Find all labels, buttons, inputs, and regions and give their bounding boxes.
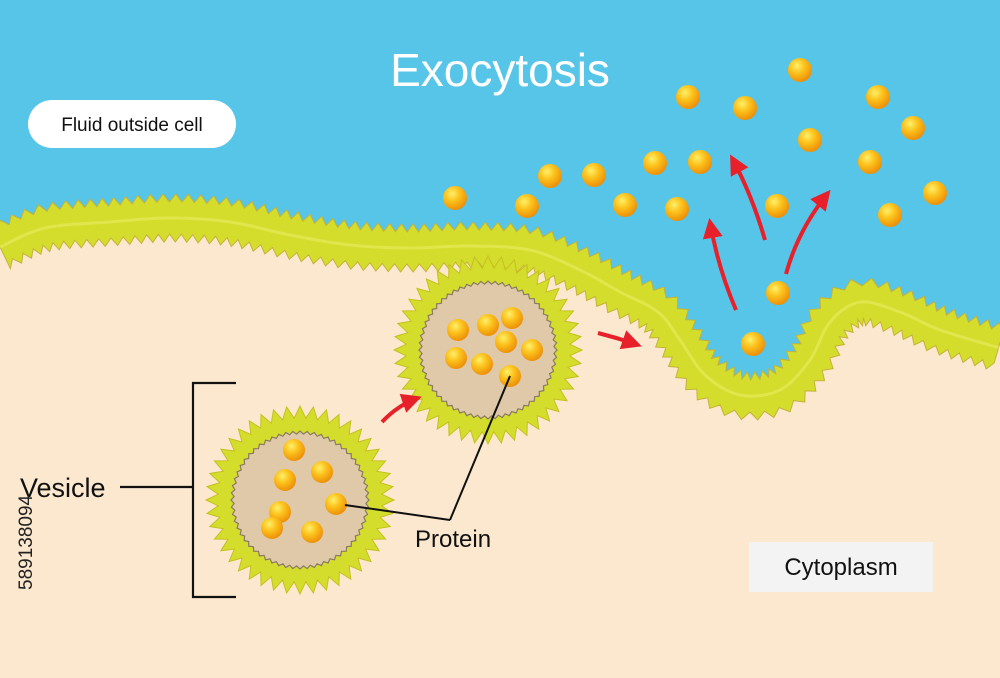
protein-dot	[477, 314, 499, 336]
cytoplasm-label: Cytoplasm	[784, 554, 897, 581]
cytoplasm-label-box	[749, 542, 933, 592]
protein-dot	[261, 517, 283, 539]
protein-dot	[582, 163, 606, 187]
protein-dot	[283, 439, 305, 461]
cell-membrane	[0, 193, 1000, 421]
movement-arrows	[380, 154, 831, 424]
protein-dot	[676, 85, 700, 109]
arrow-toward-fusion	[597, 330, 642, 350]
arrow-release-center	[730, 154, 767, 241]
protein-dot	[665, 197, 689, 221]
diagram-title: Exocytosis	[390, 44, 610, 96]
protein-dot	[325, 493, 347, 515]
protein-dot	[923, 181, 947, 205]
protein-dot	[301, 521, 323, 543]
protein-dot	[858, 150, 882, 174]
protein-dot	[798, 128, 822, 152]
protein-dot	[733, 96, 757, 120]
membrane-bilayer	[0, 193, 1000, 421]
protein-dot	[495, 331, 517, 353]
protein-dot	[613, 193, 637, 217]
protein-label: Protein	[415, 526, 491, 553]
protein-dot	[471, 353, 493, 375]
protein-dot	[765, 194, 789, 218]
protein-dot	[311, 461, 333, 483]
protein-dot	[741, 332, 765, 356]
extracellular-fluid	[0, 0, 1000, 381]
stock-id-text: 589138094	[16, 494, 37, 590]
protein-dot	[443, 186, 467, 210]
protein-dot	[766, 281, 790, 305]
fluid-outside-label-box	[28, 100, 236, 148]
protein-dot	[688, 150, 712, 174]
arrow-release-right	[784, 189, 831, 275]
vesicles	[204, 254, 584, 596]
protein-dot	[521, 339, 543, 361]
protein-dot	[866, 85, 890, 109]
protein-dot	[447, 319, 469, 341]
membrane-core	[0, 216, 1000, 398]
vesicle-bracket	[120, 381, 236, 599]
vesicle-label: Vesicle	[20, 473, 106, 503]
protein-leader-lines	[344, 375, 511, 521]
protein-dot	[515, 194, 539, 218]
arrow-vesicle-to-membrane	[380, 393, 422, 424]
protein-dot	[538, 164, 562, 188]
vesicle-upper	[392, 254, 584, 446]
fluid-outside-label: Fluid outside cell	[61, 115, 203, 136]
protein-dot	[878, 203, 902, 227]
arrow-release-left	[702, 218, 738, 311]
protein-dot	[501, 307, 523, 329]
vesicle-lower	[204, 404, 396, 596]
protein-dot	[274, 469, 296, 491]
protein-dot	[901, 116, 925, 140]
protein-dot	[445, 347, 467, 369]
protein-dot	[788, 58, 812, 82]
protein-dot	[643, 151, 667, 175]
released-proteins	[443, 58, 947, 356]
